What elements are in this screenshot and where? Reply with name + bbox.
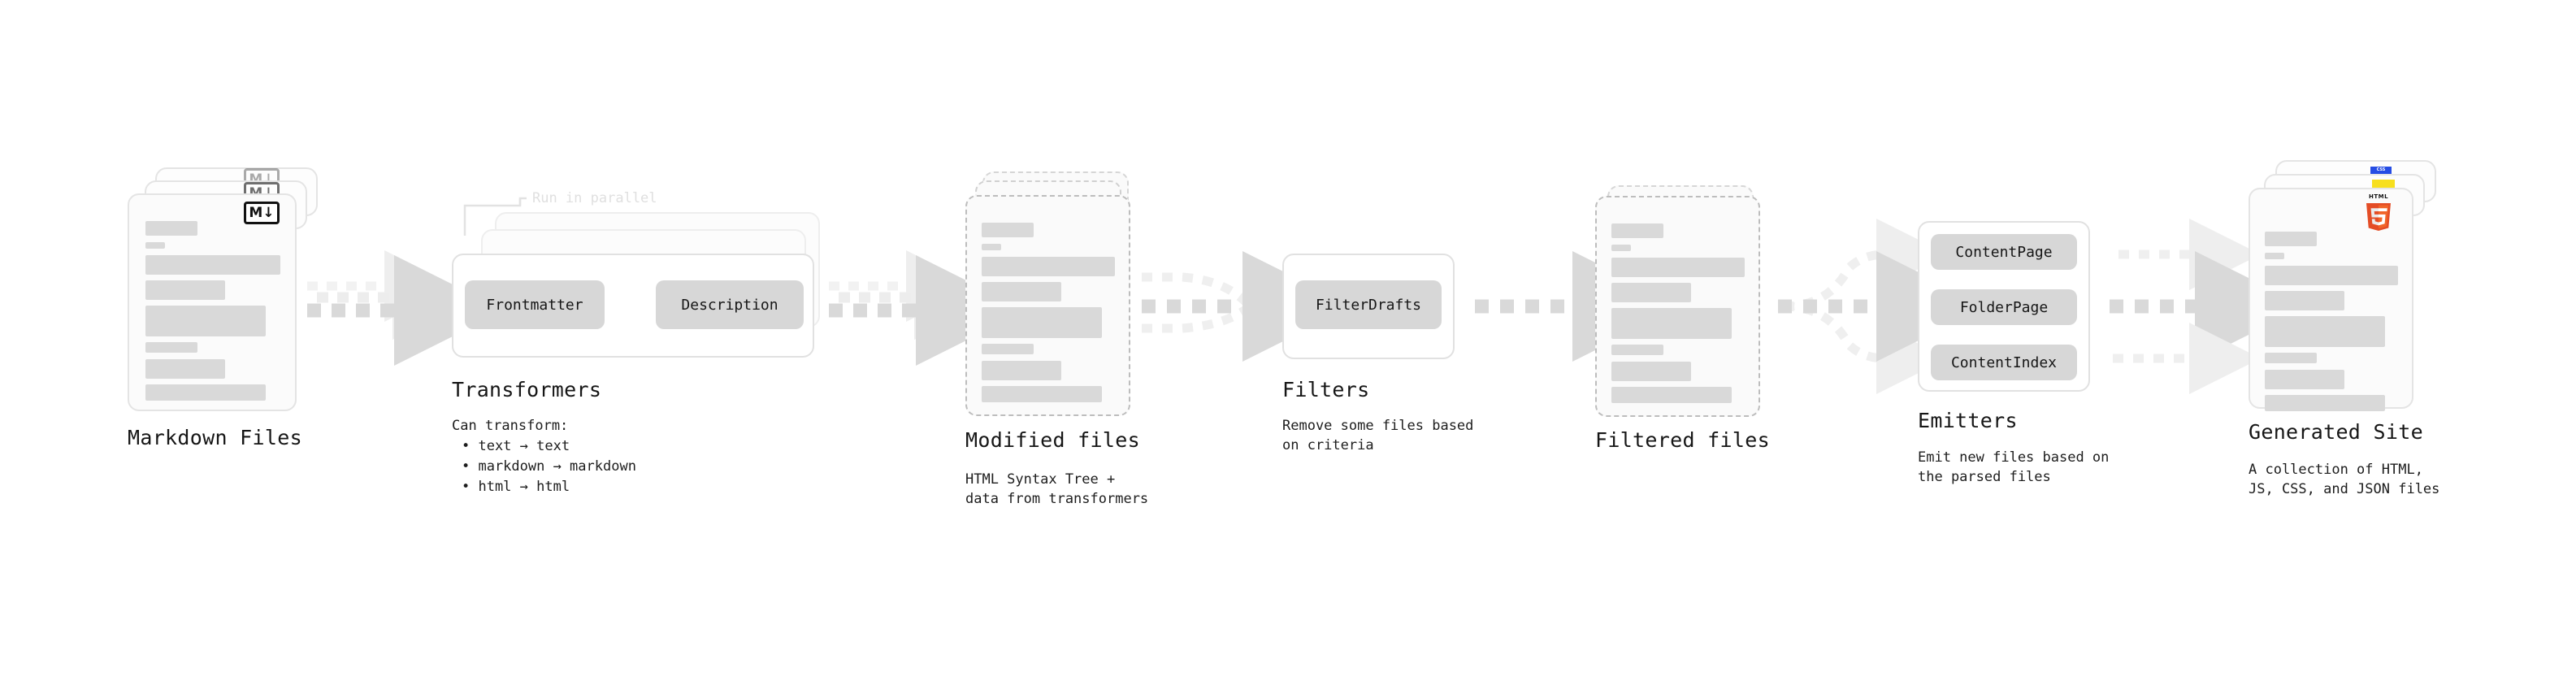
skel-line (2265, 353, 2317, 363)
modified-files-subtitle: HTML Syntax Tree + data from transformer… (965, 471, 1149, 507)
filtered-card-front (1595, 196, 1760, 417)
css-logo-icon: CSS (2370, 167, 2392, 174)
modified-card-front (965, 195, 1130, 416)
skel-line (145, 255, 280, 275)
arrow-filtered-to-emitters (1778, 219, 1987, 394)
emitters-subtitle: Emit new files based on the parsed files (1918, 449, 2110, 485)
skel-line (1611, 345, 1663, 355)
skel-line (982, 344, 1034, 354)
transformers-bullet-2: • html → html (462, 479, 570, 495)
skel-line (1611, 362, 1691, 381)
skel-line (145, 306, 266, 336)
skel-line (1611, 223, 1663, 238)
skel-line (145, 242, 165, 249)
skel-line (2265, 395, 2385, 411)
markdown-card-front (128, 193, 297, 411)
run-in-parallel-label: Run in parallel (532, 190, 657, 206)
markdown-logo-icon: M↓ (244, 202, 280, 224)
filtered-files-title: Filtered files (1595, 428, 1770, 452)
markdown-files-title: Markdown Files (128, 426, 302, 449)
skel-line (2265, 253, 2284, 259)
skel-line (982, 282, 1061, 301)
skel-line (982, 223, 1034, 237)
html5-label: HTML (2368, 193, 2389, 200)
filterdrafts-chip[interactable]: FilterDrafts (1295, 280, 1442, 329)
skel-line (982, 386, 1102, 402)
skel-line (1611, 245, 1631, 251)
arrow-transformers-to-modified (829, 250, 1026, 366)
modified-files-title: Modified files (965, 428, 1140, 452)
skel-line (145, 359, 225, 379)
transformers-subtitle: Can transform: (452, 418, 569, 434)
skel-line (145, 280, 225, 300)
skel-line (982, 361, 1061, 380)
generated-site-title: Generated Site (2249, 420, 2423, 444)
skel-line (982, 257, 1115, 276)
skel-line (1611, 308, 1732, 339)
filters-title: Filters (1282, 378, 1370, 401)
skel-line (145, 384, 266, 401)
skel-line (2265, 370, 2344, 389)
arrow-markdown-to-transformers (307, 250, 505, 366)
arrow-modified-to-filters (1142, 251, 1353, 362)
skel-line (1611, 283, 1691, 302)
contentindex-chip[interactable]: ContentIndex (1931, 345, 2077, 380)
generated-site-subtitle: A collection of HTML, JS, CSS, and JSON … (2249, 462, 2440, 497)
skel-line (2265, 232, 2317, 246)
emitters-title: Emitters (1918, 409, 2018, 432)
skel-line (1611, 258, 1745, 277)
skel-line (2265, 316, 2385, 347)
skel-line (145, 221, 197, 236)
transformers-title: Transformers (452, 378, 602, 401)
frontmatter-chip[interactable]: Frontmatter (465, 280, 605, 329)
contentpage-chip[interactable]: ContentPage (1931, 234, 2077, 270)
description-chip[interactable]: Description (656, 280, 804, 329)
arrow-emitters-to-site (2110, 219, 2305, 394)
filters-subtitle: Remove some files based on criteria (1282, 418, 1474, 453)
transformers-bullet-0: • text → text (462, 438, 570, 454)
skel-line (2265, 291, 2344, 310)
folderpage-chip[interactable]: FolderPage (1931, 289, 2077, 325)
skel-line (2265, 266, 2398, 285)
skel-line (982, 307, 1102, 338)
skel-line (982, 244, 1001, 250)
html5-logo-icon: HTML (2365, 193, 2392, 233)
transformers-bullet-1: • markdown → markdown (462, 458, 636, 475)
skel-line (145, 342, 197, 353)
skel-line (1611, 387, 1732, 403)
